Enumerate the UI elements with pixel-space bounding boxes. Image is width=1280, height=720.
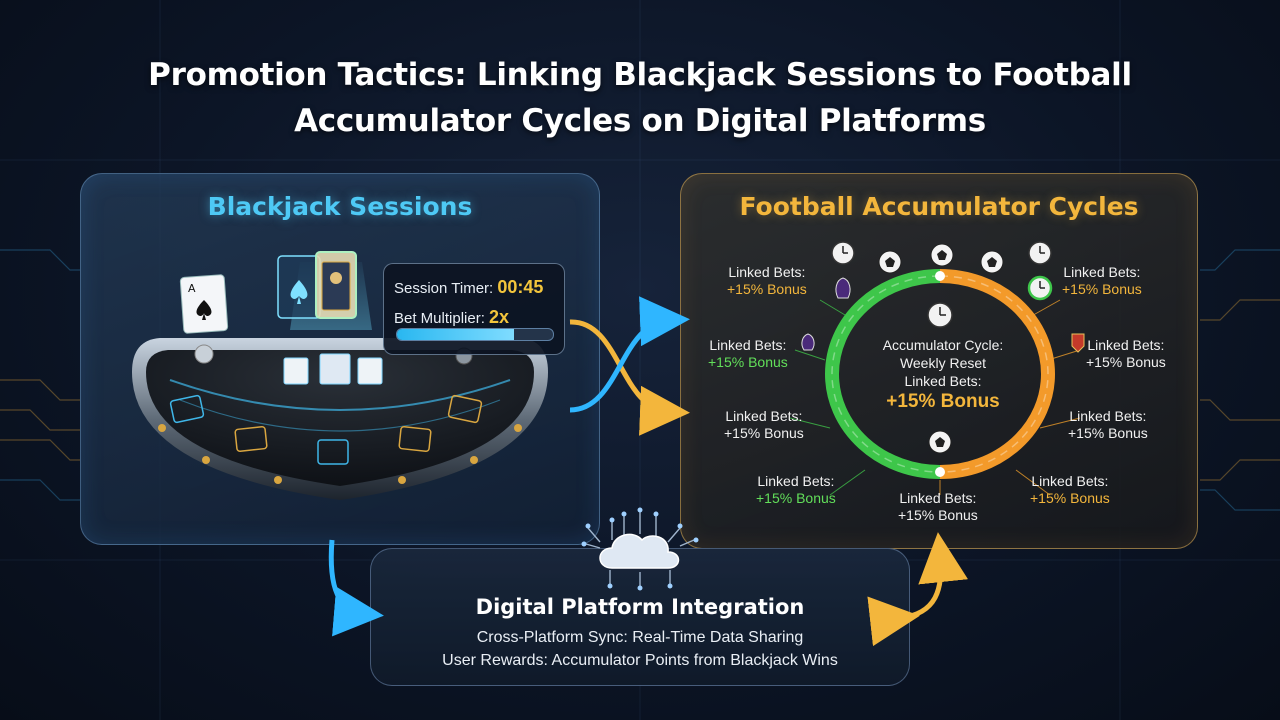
linked-bets-label-1: Linked Bets:+15% Bonus <box>727 264 807 297</box>
accumulator-center-text: Accumulator Cycle: Weekly Reset Linked B… <box>858 336 1028 414</box>
linked-bets-label-9: Linked Bets:+15% Bonus <box>1030 473 1110 506</box>
platform-title: Digital Platform Integration <box>475 595 805 619</box>
session-info-box: Session Timer: 00:45 Bet Multiplier: 2x <box>383 263 565 355</box>
bet-multiplier-value: 2x <box>489 307 510 327</box>
linked-bets-label-7: Linked Bets:+15% Bonus <box>756 473 836 506</box>
platform-line-1: Cross-Platform Sync: Real-Time Data Shar… <box>476 629 804 646</box>
league-crest-icon <box>801 277 1085 353</box>
football-title: Football Accumulator Cycles <box>739 192 1139 221</box>
linked-bets-label-4: Linked Bets:+15% Bonus <box>1086 337 1166 370</box>
football-panel: Football Accumulator Cycles <box>680 173 1198 549</box>
linked-bets-label-2: Linked Bets:+15% Bonus <box>1062 264 1142 297</box>
king-card-icon <box>277 251 357 319</box>
svg-text:A: A <box>188 282 196 295</box>
page-title: Promotion Tactics: Linking Blackjack Ses… <box>148 57 1132 139</box>
ace-of-spades-icon: A <box>179 274 229 334</box>
session-timer: Session Timer: 00:45 <box>394 277 544 297</box>
cloud-icon <box>581 507 699 591</box>
linked-bets-label-8: Linked Bets:+15% Bonus <box>898 490 978 523</box>
session-timer-value: 00:45 <box>497 277 544 297</box>
linked-bets-label-3: Linked Bets:+15% Bonus <box>708 337 788 370</box>
session-progress-bar <box>396 328 554 341</box>
platform-line-2: User Rewards: Accumulator Points from Bl… <box>442 652 838 669</box>
digital-platform-panel: Digital Platform Integration Cross-Platf… <box>370 548 910 686</box>
linked-bets-label-5: Linked Bets:+15% Bonus <box>724 408 804 441</box>
blackjack-title: Blackjack Sessions <box>207 192 473 221</box>
session-progress-fill <box>397 329 514 340</box>
bet-multiplier: Bet Multiplier: 2x <box>394 307 510 327</box>
linked-bets-label-6: Linked Bets:+15% Bonus <box>1068 408 1148 441</box>
clock-icon <box>831 241 1053 328</box>
center-bonus: +15% Bonus <box>886 391 1000 412</box>
